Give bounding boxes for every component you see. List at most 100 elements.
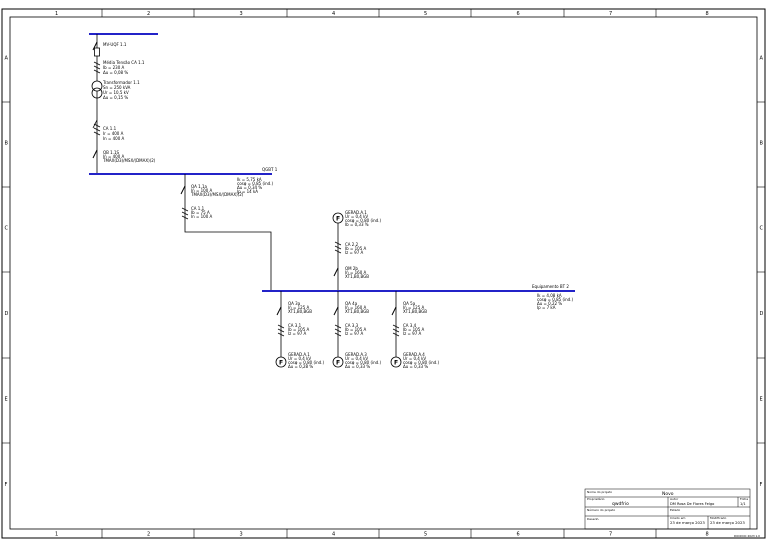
- outgoing-cable-title: CA 3.4: [403, 323, 417, 328]
- outgoing-breaker-line-1: In = 160 A: [345, 305, 367, 310]
- main-switch-line-2: TMAX(D3)/MSX/(DMAX)(2): [102, 158, 156, 163]
- qgbt-result-3: Δu = 0,34 %: [237, 185, 262, 190]
- row-label-right: A: [760, 56, 764, 62]
- tb-label-project: Nome do projeto: [587, 490, 612, 494]
- col-label-bottom: 7: [609, 532, 612, 538]
- row-label-left: C: [5, 226, 9, 232]
- outgoing-cable-symbol: [334, 324, 342, 337]
- outgoing-cable-symbol: [277, 324, 285, 337]
- outgoing-breaker-line-2: XT1,B0,BGB: [345, 309, 369, 314]
- outgoing-breaker-line-1: In = 125 A: [403, 305, 425, 310]
- gen-top-breaker-line-1: In = 160 A: [345, 270, 367, 275]
- gen-top-cable-title: CA 2.2: [345, 242, 359, 247]
- row-label-right: E: [760, 397, 763, 403]
- outgoing-breaker-line-2: XT1,B0,BGB: [403, 309, 427, 314]
- mv-cable-symbol: [93, 61, 101, 74]
- tb-author: DM Rosa De Flores Felgo: [670, 502, 714, 506]
- gen-top-line-1: Ur = 0,4 kV: [345, 214, 368, 219]
- col-label-top: 7: [609, 11, 612, 17]
- eq-result-1: Ik = 4,08 kA: [537, 293, 562, 298]
- outgoing-breaker-blade: [333, 306, 339, 316]
- feeder-breaker-blade: [180, 185, 186, 195]
- col-label-top: 3: [240, 11, 243, 17]
- tb-label-created: Criado em: [670, 516, 686, 520]
- outgoing-cable-symbol: [392, 324, 400, 337]
- qgbt-label: QGBT 1: [262, 167, 278, 172]
- transformer-title: Transformador 1.1: [102, 80, 140, 85]
- col-label-top: 5: [424, 11, 427, 17]
- outgoing-breaker-line-2: XT1,B0,BGB: [288, 309, 312, 314]
- mv-cable-line-1: Ib = 230 A: [103, 65, 125, 70]
- feeder-cable-symbol: [181, 207, 189, 220]
- outgoing-breaker-blade: [391, 306, 397, 316]
- footer-note: DOCDOC 2023 1.0: [734, 534, 760, 538]
- tb-label-project-no: Número do projeto: [587, 508, 615, 512]
- outgoing-generator-name: GERAD.A.1: [288, 352, 310, 357]
- main-switch-title: QB 1.1S: [103, 150, 120, 155]
- feeder-cable-line-1: Ib = 75 A: [191, 210, 210, 215]
- transformer-winding-2: [91, 87, 103, 99]
- gen-top-breaker-line-2: XT1,B0,BGB: [345, 274, 369, 279]
- tb-label-client: Proprietário: [587, 497, 605, 501]
- tb-label-drawn: Desenh.: [587, 517, 599, 521]
- outgoing-cable-line-1: Ib = 105 A: [345, 327, 367, 332]
- outgoing-breaker-title: QA 4a: [345, 301, 358, 306]
- tb-project: Novo: [662, 491, 674, 497]
- outgoing-generator-line-2: cosφ = 0,80 (ind.): [403, 360, 439, 365]
- tb-label-author: Autor: [670, 497, 679, 501]
- outgoing-generator-name: GERAD.A.4: [403, 352, 425, 357]
- feeder-cable-line-2: In = 100 A: [191, 214, 213, 219]
- mv-switch-blade: [92, 41, 98, 51]
- feeder-cable-title: CA 1.1: [191, 206, 205, 211]
- outgoing-generator-line-1: Ur = 0,4 kV: [288, 356, 311, 361]
- gen-top-line-2: cosφ = 0,80 (ind.): [345, 218, 381, 223]
- col-label-bottom: 6: [517, 532, 520, 538]
- feeder-breaker-line-1: In = 100 A: [191, 188, 213, 193]
- row-label-left: D: [5, 311, 9, 317]
- outgoing-breaker-title: QA 5a: [403, 301, 416, 306]
- row-label-left: F: [5, 482, 8, 488]
- row-label-left: B: [5, 141, 9, 147]
- feeder-wire: [184, 174, 272, 291]
- outgoing-generator-name: GERAD.A.3: [345, 352, 367, 357]
- gen-top-letter: F: [336, 216, 340, 223]
- outgoing-generator-line-3: Δu = 0,33 %: [345, 364, 370, 369]
- transformer-line-1: Sn = 250 kVA: [103, 85, 131, 90]
- outgoing-generator-line-1: Ur = 0,4 kV: [345, 356, 368, 361]
- col-label-bottom: 3: [240, 532, 243, 538]
- outgoing-generator-letter: F: [336, 360, 340, 367]
- feeder-breaker-title: QA 1.1a: [191, 184, 208, 189]
- row-label-right: F: [760, 482, 763, 488]
- col-label-top: 1: [55, 11, 58, 17]
- outgoing-cable-line-1: Ib = 105 A: [403, 327, 425, 332]
- outgoing-generator-letter: F: [279, 360, 283, 367]
- outgoing-generator-line-3: Δu = 0,33 %: [403, 364, 428, 369]
- main-breaker-line-2: In = 400 A: [103, 136, 125, 141]
- gen-top-cable-symbol: [334, 241, 342, 254]
- fuse-symbol: [94, 47, 100, 57]
- outer-frame: [1, 8, 766, 539]
- eq-result-2: cosφ = 0,85 (ind.): [537, 297, 573, 302]
- mv-cable-line-2: Δu = 0,08 %: [103, 70, 128, 75]
- outgoing-cable-line-1: Ib = 105 A: [288, 327, 310, 332]
- outgoing-cable-line-2: Iz = 97 A: [345, 331, 364, 336]
- outgoing-generator-line-1: Ur = 0,4 kV: [403, 356, 426, 361]
- col-label-bottom: 4: [332, 532, 335, 538]
- eq-label: Equipamento BT 2: [532, 284, 569, 289]
- row-label-right: D: [760, 311, 764, 317]
- tb-client: qwdfrio: [612, 501, 629, 507]
- row-label-right: C: [760, 226, 764, 232]
- main-breaker-title: CA 1.1: [103, 126, 117, 131]
- eq-result-3: Δu = 0,22 %: [537, 301, 562, 306]
- gen-top-breaker-title: QM 2b: [345, 266, 358, 271]
- tb-modified: 23 de março 2023: [710, 520, 745, 525]
- outgoing-cable-line-2: Iz = 97 A: [403, 331, 422, 336]
- grid-ticks: [2, 9, 765, 538]
- mv-switch-label: MV-UQF 1.1: [103, 42, 127, 47]
- gen-top-name: GERAD.A.1: [345, 210, 367, 215]
- outgoing-generator-symbol: [390, 356, 402, 368]
- outgoing-cable-title: CA 3.3: [345, 323, 359, 328]
